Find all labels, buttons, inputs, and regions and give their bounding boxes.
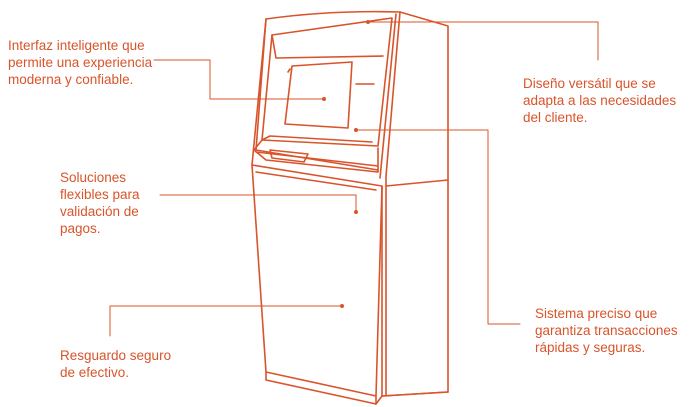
callout-line: del cliente. xyxy=(523,110,588,125)
dot-interfaz xyxy=(322,97,326,101)
callout-line: garantiza transacciones xyxy=(535,323,678,338)
callout-line: Sistema preciso que xyxy=(535,306,658,321)
callout-line: permite una experiencia xyxy=(8,55,153,70)
callout-interfaz: Interfaz inteligente que permite una exp… xyxy=(8,37,152,88)
keypad xyxy=(269,149,309,163)
callout-line: Diseño versátil que se xyxy=(523,76,656,91)
callout-line: flexibles para xyxy=(60,187,140,202)
screen-panel xyxy=(284,61,353,129)
anchor-dots xyxy=(322,20,370,308)
dot-sistema xyxy=(354,128,358,132)
kiosk-top-housing xyxy=(251,10,449,397)
callout-sistema: Sistema preciso que garantiza transaccio… xyxy=(535,305,678,356)
leader-sistema xyxy=(355,129,521,325)
callout-line: pagos. xyxy=(60,221,101,236)
callout-line: validación de xyxy=(60,204,139,219)
callout-line: Interfaz inteligente que xyxy=(8,38,145,53)
leader-interfaz xyxy=(153,59,325,100)
callout-resguardo: Resguardo seguro de efectivo. xyxy=(60,347,171,381)
callout-line: Resguardo seguro xyxy=(60,348,172,363)
callout-line: Soluciones xyxy=(60,170,127,185)
leader-lines xyxy=(109,21,599,337)
leader-resguardo xyxy=(109,305,343,337)
callout-soluciones: Soluciones flexibles para validación de … xyxy=(60,169,140,237)
kiosk-side-panel xyxy=(385,11,401,397)
callout-line: moderna y confiable. xyxy=(8,72,134,87)
keypad-shelf xyxy=(253,139,379,173)
callout-diseno: Diseño versátil que se adapta a las nece… xyxy=(523,75,676,126)
leader-diseno xyxy=(367,21,599,61)
screen-bezel xyxy=(261,17,393,147)
lower-cabinet xyxy=(251,164,383,397)
kiosk-machine xyxy=(251,10,449,405)
kiosk-front-edge xyxy=(255,18,379,171)
callout-line: adapta a las necesidades xyxy=(523,93,677,108)
dot-resguardo xyxy=(340,304,344,308)
callout-line: rápidas y seguras. xyxy=(535,340,646,355)
callout-line: de efectivo. xyxy=(60,365,130,380)
dot-diseno xyxy=(366,20,370,24)
